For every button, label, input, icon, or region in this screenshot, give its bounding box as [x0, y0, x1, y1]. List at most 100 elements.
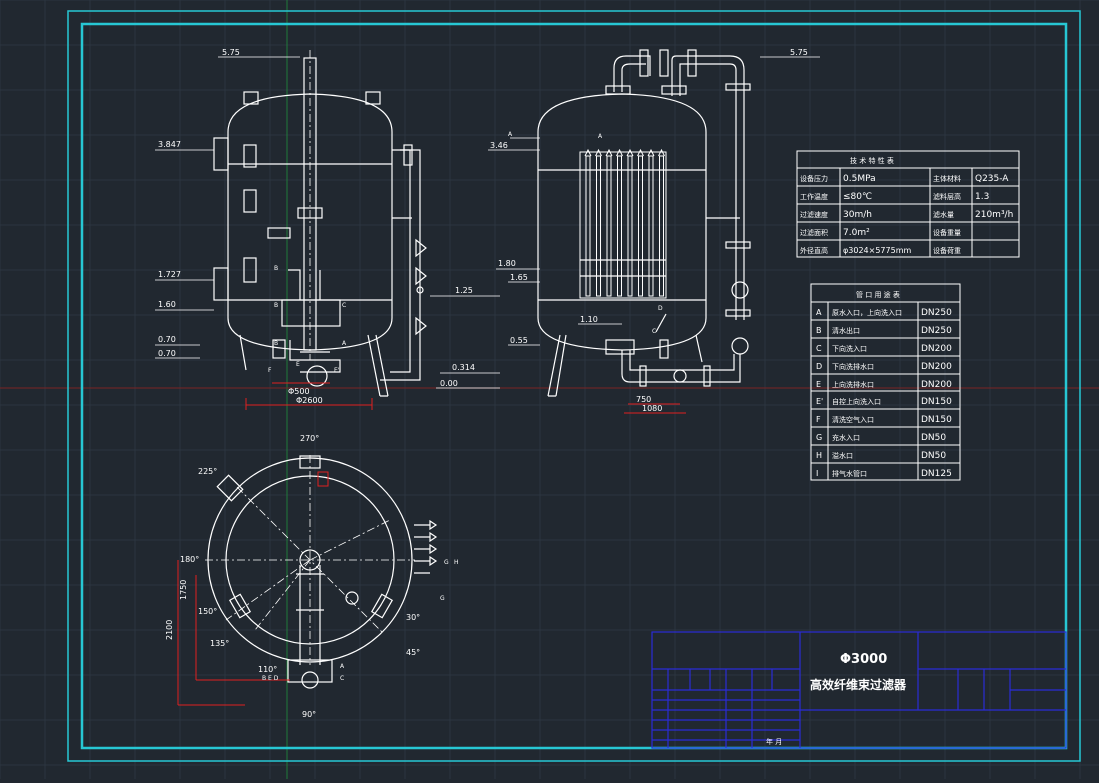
title-block-text: Φ3000 高效纤维束过滤器 年 月	[766, 652, 907, 746]
table-cell: 滤料层高	[933, 192, 961, 201]
table-cell: G	[816, 433, 822, 442]
left-manhole-plate	[267, 227, 291, 239]
level-label: 0.314	[452, 363, 475, 372]
table-cell: 下向洗排水口	[832, 362, 874, 371]
level-label: 3.847	[158, 140, 181, 149]
nozzle-label: H	[454, 559, 459, 566]
nozzle-label: C	[652, 328, 656, 335]
table-cell: 下向洗入口	[832, 344, 867, 353]
table-cell: DN200	[921, 362, 952, 372]
fiber-bundle-tube	[606, 155, 612, 297]
nozzle-label: F	[268, 367, 272, 374]
table-cell: H	[816, 451, 822, 460]
left-valves	[415, 238, 427, 336]
table-cell: F	[816, 415, 821, 424]
right-dimension-lines	[488, 56, 820, 346]
fiber-bundle-tip	[647, 148, 655, 157]
nozzle-usage-table	[810, 283, 961, 481]
table-cell: DN200	[921, 380, 952, 390]
table-cell: 30m/h	[843, 210, 872, 220]
left-dimension-lines	[155, 56, 500, 389]
left-side-pipe	[380, 149, 421, 381]
table-cell: E	[816, 380, 821, 389]
right-side-riser	[671, 55, 745, 320]
nozzle-label: A	[342, 340, 347, 347]
level-label: 1.727	[158, 270, 181, 279]
table-cell: 设备荷重	[933, 246, 961, 255]
table-cell: 自控上向洗入口	[832, 397, 881, 406]
nozzle-label: B	[274, 340, 278, 347]
left-elevation-view	[213, 50, 427, 397]
table-cell: 溢水口	[832, 451, 853, 460]
left-sight-glass-2	[243, 189, 257, 213]
table-cell: B	[816, 326, 822, 335]
left-sight-glass-3	[243, 257, 257, 283]
table-cell: DN200	[921, 344, 952, 354]
dimension-label: Φ2600	[296, 396, 323, 405]
angle-label: 150°	[198, 607, 217, 616]
right-vessel-shell	[537, 93, 707, 351]
table-cell: 充水入口	[832, 433, 860, 442]
level-label: 0.55	[510, 336, 528, 345]
fiber-bundle-tip	[616, 148, 623, 157]
level-label: 0.00	[440, 379, 458, 388]
inner-frame	[80, 22, 1068, 750]
table-cell: D	[816, 362, 822, 371]
nozzle-label: C	[340, 675, 344, 682]
fiber-bundle-tip	[595, 148, 602, 157]
nozzle-label: E'	[334, 367, 340, 374]
nozzle-label: C	[342, 302, 346, 309]
nozzle-label: A	[508, 131, 513, 138]
right-top-pipe	[613, 55, 651, 92]
fiber-bundle-tip	[637, 148, 644, 157]
table-cell: 设备重量	[933, 228, 961, 237]
table-cell: 过滤面积	[800, 228, 828, 237]
fiber-bundle-tip	[584, 148, 592, 157]
right-red-dimensions	[624, 403, 686, 414]
fiber-bundle-tip	[658, 148, 665, 157]
fiber-bundle-tube	[627, 155, 633, 297]
left-level-labels: 5.75 3.847 1.727 1.60 0.70 0.70 1.25 0.3…	[158, 48, 475, 405]
level-label: 1.60	[158, 300, 176, 309]
table-cell: φ3024×5775mm	[843, 246, 911, 255]
nozzle-label: B	[274, 265, 278, 272]
table-cell: 1.3	[975, 192, 989, 202]
dimension-label: 2100	[165, 620, 174, 640]
angle-label: 45°	[406, 648, 420, 657]
fiber-bundle-tube	[659, 155, 664, 297]
table-cell: 主体材料	[933, 174, 961, 183]
angle-label: 30°	[406, 613, 420, 622]
table-cell: 过滤速度	[800, 210, 828, 219]
level-label: 1.25	[455, 286, 473, 295]
table-cell: 外径直高	[800, 246, 828, 255]
table-cell: DN250	[921, 308, 952, 318]
fiber-bundle-tube	[638, 155, 643, 297]
table-cell: 清水出口	[832, 326, 860, 335]
level-label: 0.70	[158, 349, 176, 358]
left-sight-glass-1	[243, 144, 257, 168]
left-vessel-shell	[227, 93, 393, 351]
angle-label: 90°	[302, 710, 316, 719]
dimension-label: 1750	[179, 580, 188, 600]
table-cell: ≤80℃	[843, 192, 872, 202]
plan-red-dimensions	[177, 471, 329, 706]
table-cell: 原水入口，上向洗入口	[832, 308, 902, 317]
table-cell: Q235-A	[975, 174, 1009, 184]
fiber-bundle-tip	[626, 148, 634, 157]
table-cell: DN50	[921, 433, 946, 443]
nozzle-label: D	[658, 305, 663, 312]
level-label: 0.70	[158, 335, 176, 344]
title-block	[651, 631, 1067, 749]
table-cell: 210m³/h	[975, 210, 1013, 220]
dimension-label: 1080	[642, 404, 662, 413]
fiber-bundles	[584, 148, 665, 297]
table-cell: A	[816, 308, 822, 317]
fiber-bundle-tip	[605, 148, 613, 157]
nozzle-label: A	[340, 663, 345, 670]
tech-table-title: 技 术 特 性 表	[850, 156, 894, 165]
table-cell: 排气水管口	[832, 469, 867, 478]
nozzle-table-title: 管 口 用 途 表	[856, 290, 900, 299]
